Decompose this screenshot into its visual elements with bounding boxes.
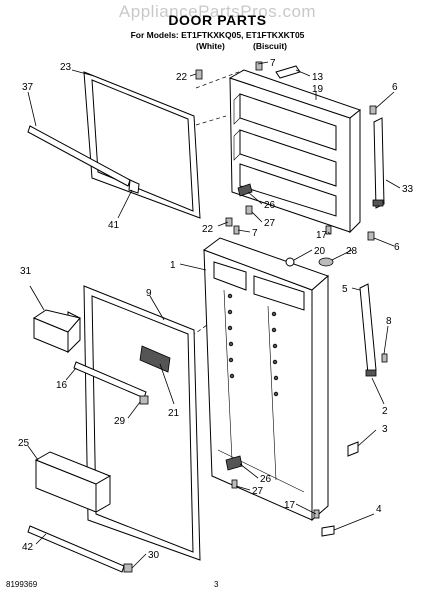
callout-16: 16 bbox=[56, 380, 68, 391]
clip-30 bbox=[123, 563, 133, 573]
callout-33: 33 bbox=[402, 184, 414, 195]
callout-26: 26 bbox=[264, 200, 276, 211]
callout-9: 9 bbox=[146, 288, 152, 299]
callout-20: 20 bbox=[314, 246, 326, 257]
document-number: 8199369 bbox=[6, 580, 38, 589]
callout-31: 31 bbox=[20, 266, 32, 277]
callout-21: 21 bbox=[168, 408, 180, 419]
screw-8 bbox=[381, 353, 388, 363]
page-number: 3 bbox=[214, 580, 219, 589]
callout-6: 6 bbox=[394, 242, 400, 253]
callout-17: 17 bbox=[316, 230, 328, 241]
dairy-door-31 bbox=[32, 309, 81, 354]
callout-22: 22 bbox=[202, 224, 214, 235]
model-numbers: For Models: ET1FTKXKQ05, ET1FTKXKT05 bbox=[130, 30, 305, 40]
freezer-strip-clip bbox=[128, 179, 140, 194]
screw-27-upper bbox=[245, 205, 253, 215]
plug-22-mid bbox=[225, 217, 233, 227]
callout-8: 8 bbox=[386, 316, 392, 327]
clip-29 bbox=[139, 395, 149, 405]
alignment-line-mid bbox=[195, 115, 227, 126]
hinge-4 bbox=[321, 525, 335, 537]
door-bin-25 bbox=[34, 451, 112, 513]
handle-33 bbox=[372, 117, 385, 209]
callout-7: 7 bbox=[270, 58, 276, 69]
page-title: DOOR PARTS bbox=[168, 12, 267, 28]
alignment-line-upper bbox=[195, 69, 245, 89]
callout-2: 2 bbox=[382, 406, 388, 417]
callout-26: 26 bbox=[260, 474, 272, 485]
callout-29: 29 bbox=[114, 416, 126, 427]
plug-22-upper bbox=[195, 69, 203, 80]
hinge-3 bbox=[347, 441, 359, 457]
callout-3: 3 bbox=[382, 424, 388, 435]
hinge-cover-13 bbox=[275, 65, 301, 79]
callout-37: 37 bbox=[22, 82, 34, 93]
callout-27: 27 bbox=[264, 218, 276, 229]
callout-27: 27 bbox=[252, 486, 264, 497]
callout-22: 22 bbox=[176, 72, 188, 83]
callout-30: 30 bbox=[148, 550, 160, 561]
stop-26-upper bbox=[237, 183, 253, 197]
callout-23: 23 bbox=[60, 62, 72, 73]
screw-27-lower bbox=[231, 479, 238, 489]
fresh-food-door bbox=[202, 237, 329, 522]
variant-biscuit: (Biscuit) bbox=[253, 41, 287, 51]
fresh-food-door-gasket bbox=[83, 285, 201, 561]
handle-5 bbox=[359, 283, 377, 377]
callout-17: 17 bbox=[284, 500, 296, 511]
bracket-20 bbox=[285, 257, 295, 267]
variant-white: (White) bbox=[196, 41, 225, 51]
callout-4: 4 bbox=[376, 504, 382, 515]
callout-13: 13 bbox=[312, 72, 324, 83]
door-shelf-holes-right bbox=[271, 311, 279, 397]
callout-labels: 23 22 7 13 37 19 6 33 26 27 41 22 7 17 6… bbox=[18, 58, 414, 561]
watermark: AppliancePartsPros.com bbox=[118, 2, 317, 21]
knob-28 bbox=[318, 257, 334, 267]
freezer-breaker-strip bbox=[27, 125, 131, 187]
callout-28: 28 bbox=[346, 246, 358, 257]
callout-42: 42 bbox=[22, 542, 34, 553]
breaker-strip-42 bbox=[27, 525, 125, 573]
screw-17-upper bbox=[325, 225, 332, 235]
freezer-door bbox=[228, 69, 362, 234]
callout-25: 25 bbox=[18, 438, 30, 449]
screw-6-upper bbox=[369, 105, 377, 115]
callout-1: 1 bbox=[170, 260, 176, 271]
callout-19: 19 bbox=[312, 84, 324, 95]
trim-21 bbox=[139, 345, 171, 373]
callout-5: 5 bbox=[342, 284, 348, 295]
callout-leaders bbox=[27, 61, 401, 569]
screw-17-lower bbox=[313, 509, 320, 519]
callout-41: 41 bbox=[108, 220, 120, 231]
freezer-door-gasket bbox=[83, 71, 201, 219]
door-shelf-holes-left bbox=[227, 293, 235, 379]
callout-7: 7 bbox=[252, 228, 258, 239]
screw-7-upper bbox=[255, 61, 263, 71]
screw-6-lower bbox=[367, 231, 375, 241]
callout-6: 6 bbox=[392, 82, 398, 93]
